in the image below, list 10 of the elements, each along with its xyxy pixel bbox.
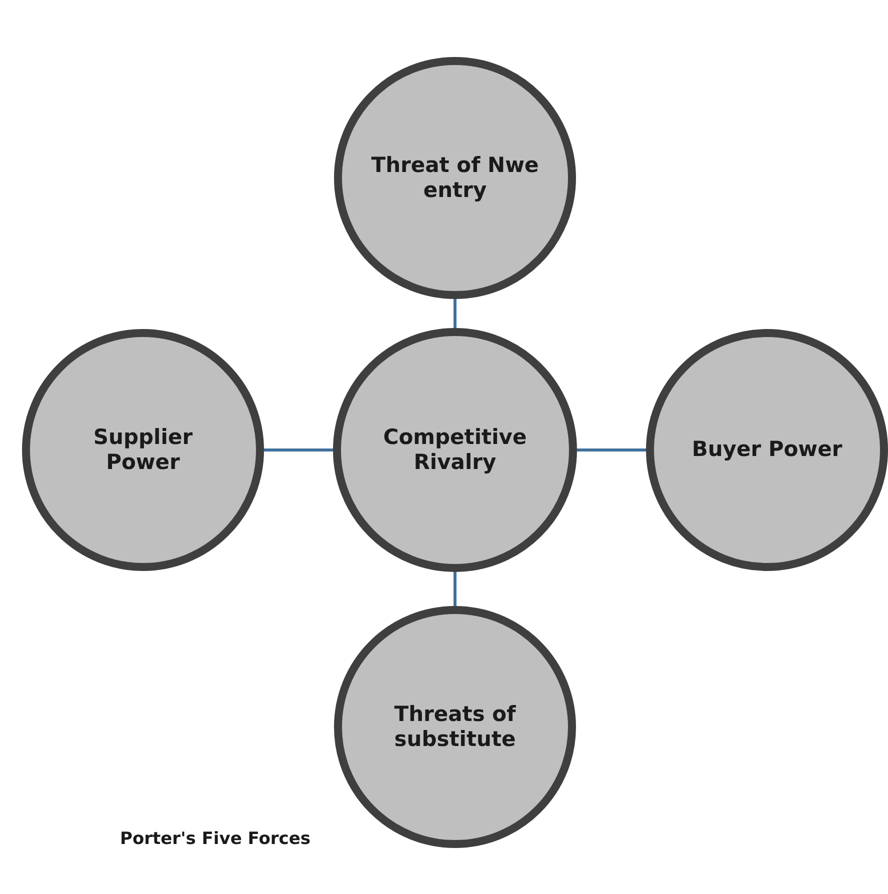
force-label: Buyer Power — [692, 437, 842, 463]
connector-line — [264, 448, 333, 452]
force-label: Supplier Power — [92, 424, 194, 476]
force-label: Competitive Rivalry — [382, 424, 528, 476]
force-label: Threats of substitute — [393, 702, 517, 752]
connector-line — [577, 448, 646, 452]
connector-line — [454, 299, 456, 328]
force-label: Threat of Nwe entry — [370, 152, 540, 204]
caption: Porter's Five Forces — [120, 829, 310, 849]
connector-line — [454, 572, 456, 606]
